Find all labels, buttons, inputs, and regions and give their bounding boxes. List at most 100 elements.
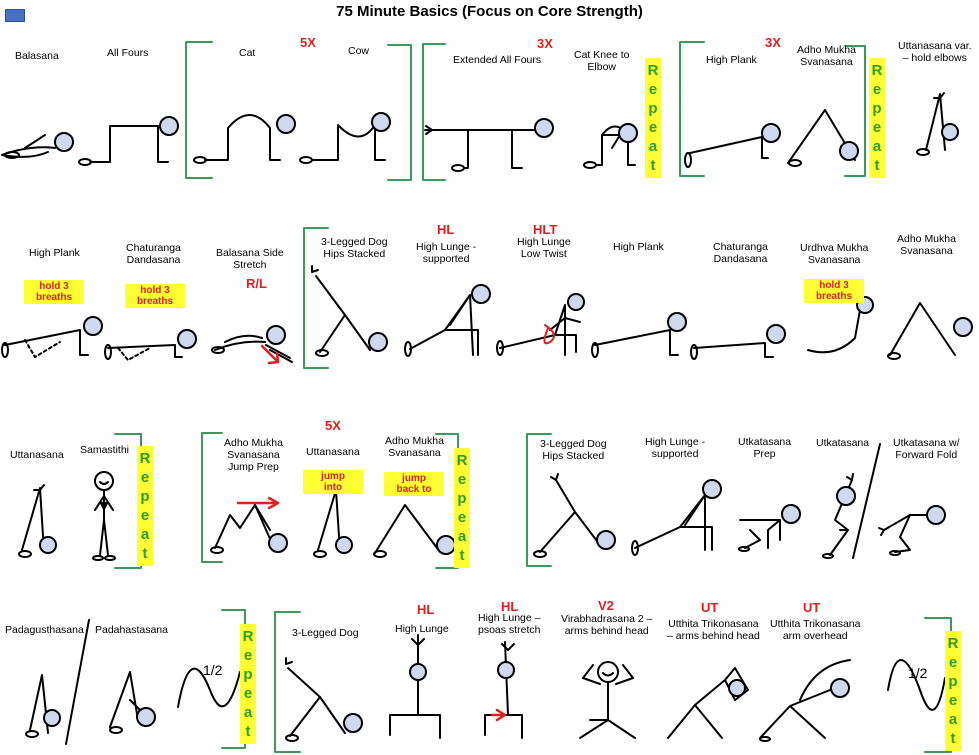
figure-balasana [1, 132, 74, 159]
pose-code-v2: V2 [598, 598, 614, 613]
pose-label-balasana: Balasana [15, 50, 59, 62]
pose-label-high-lunge-psoas: High Lunge –psoas stretch [478, 612, 541, 636]
figure-virabhadrasana [579, 661, 636, 739]
pose-code-3x-1: 3X [537, 36, 553, 51]
figure-extended-all-fours [424, 118, 554, 172]
figure-high-lunge-supported-2 [631, 479, 722, 556]
pose-label-cat: Cat [239, 47, 256, 59]
figure-high-lunge-twist [496, 293, 585, 356]
figure-padagusthasana [25, 674, 61, 738]
bracket-3leg-open [303, 227, 329, 369]
figure-cat [193, 114, 296, 164]
pose-code-ut-2: UT [803, 600, 821, 615]
bracket-adho-close [844, 45, 866, 177]
figure-cow [299, 112, 391, 164]
pose-code-hl-1: HL [437, 222, 455, 237]
bracket-3leg3-open [274, 611, 301, 753]
figure-high-plank-1 [684, 123, 781, 168]
figure-3-legged-dog-1 [311, 265, 388, 357]
pose-label-all-fours: All Fours [107, 47, 149, 59]
bracket-cat-open [185, 41, 213, 179]
pose-code-hlt: HLT [533, 222, 558, 237]
figure-half-wave-1 [177, 667, 241, 708]
figure-utkatasana-prep [738, 504, 801, 552]
pose-label-high-plank-3: High Plank [613, 241, 664, 253]
figure-cat-knee [583, 123, 638, 169]
pose-label-high-lunge-supported-2: High Lunge -supported [645, 436, 706, 460]
label-half-1: 1/2 [203, 662, 223, 678]
figure-utkatasana-fold [878, 505, 946, 556]
label-half-2: 1/2 [908, 665, 928, 681]
pose-label-uttanasana-2: Uttanasana [306, 446, 360, 458]
divider-utkatasana [852, 443, 881, 559]
bracket-ext-open [422, 43, 446, 181]
figure-3-legged-dog-2 [533, 473, 616, 558]
pose-label-three-legged-3: 3-Legged Dog [292, 627, 359, 639]
bracket-plank-open [679, 41, 705, 177]
pose-code-ut-1: UT [701, 600, 719, 615]
pose-label-cow: Cow [348, 45, 370, 57]
logo-icon [5, 9, 25, 22]
pose-label-high-plank-2: High Plank [29, 247, 80, 259]
bracket-cow-close [387, 44, 412, 181]
figure-padahastasana [109, 671, 156, 734]
figure-high-lunge-1 [389, 634, 441, 739]
figure-uttanasana-var [916, 92, 959, 156]
figure-balasana-side [211, 325, 293, 365]
header: 75 Minute Basics (Focus on Core Strength… [0, 0, 979, 24]
figure-chaturanga-1 [104, 329, 197, 361]
figure-utthita-1 [667, 667, 749, 739]
figure-half-wave-2 [887, 659, 946, 711]
figure-uttanasana-1 [18, 484, 57, 558]
figure-utthita-2 [759, 659, 851, 742]
figure-utkatasana [822, 473, 856, 559]
figure-adho-jump-prep [210, 496, 288, 554]
figure-high-lunge-psoas [484, 641, 523, 739]
pose-label-utkatasana: Utkatasana [816, 437, 870, 449]
pose-code-hl-3: HL [501, 599, 519, 614]
pose-label-virabhadrasana: Virabhadrasana 2 –arms behind head [561, 613, 653, 637]
figure-uttanasana-2 [313, 486, 353, 558]
figure-urdhva [807, 296, 874, 354]
pose-code-5x-2: 5X [325, 418, 341, 433]
pose-code-hl-2: HL [417, 602, 435, 617]
bracket-jump-open [201, 432, 223, 563]
pose-label-uttanasana-var: Uttanasana var.– hold elbows [898, 40, 972, 64]
pose-label-high-lunge-1: High Lunge [395, 623, 449, 635]
pose-code-3x-2: 3X [765, 35, 781, 50]
figure-adho-3 [373, 504, 456, 558]
pose-code-rl: R/L [246, 276, 267, 291]
pose-label-padagusthasana: Padagusthasana [5, 624, 84, 636]
pose-label-padahastasana: Padahastasana [95, 624, 168, 636]
pose-label-uttanasana-1: Uttanasana [10, 449, 64, 461]
pose-label-high-plank-1: High Plank [706, 54, 757, 66]
figure-adho-2 [887, 302, 973, 360]
pose-label-samastithi: Samastithi [80, 444, 130, 456]
figure-high-plank-2 [1, 316, 103, 358]
figure-3-legged-dog-3 [285, 657, 363, 742]
figure-high-lunge-supported-1 [404, 284, 491, 357]
bracket-3leg2-open [526, 433, 552, 567]
